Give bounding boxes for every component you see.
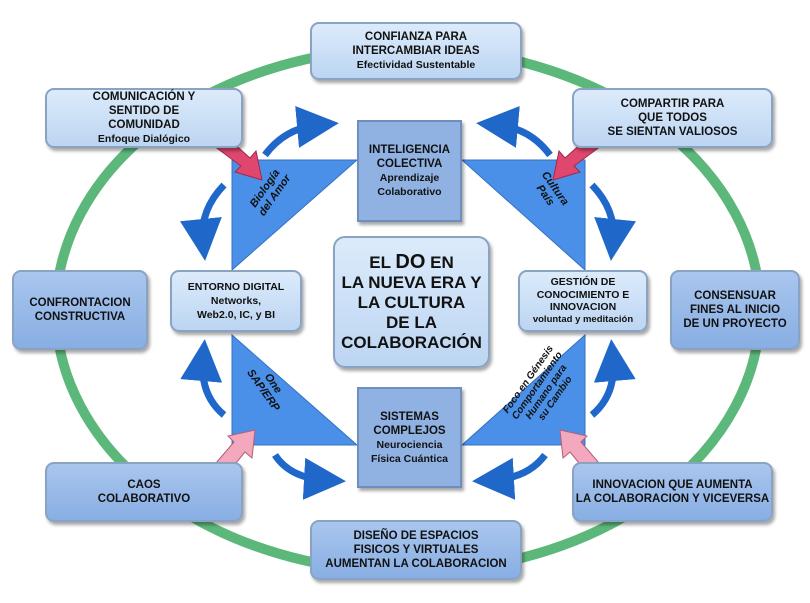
curved-arrow-icon	[262, 105, 339, 158]
text: Efectividad Sustentable	[356, 59, 476, 71]
text: Neurociencia	[376, 438, 443, 451]
text: DISEÑO DE ESPACIOS	[353, 530, 479, 542]
text: ENTORNO DIGITAL	[187, 281, 285, 293]
curved-arrow-icon	[272, 452, 346, 500]
triangle-bottom-left	[231, 333, 359, 446]
text: QUE TODOS	[638, 112, 707, 124]
box-consensuar: CONSENSUAR FINES AL INICIO DE UN PROYECTO	[670, 270, 800, 350]
text: COLECTIVA	[376, 158, 443, 170]
box-compartir: COMPARTIR PARA QUE TODOS SE SIENTAN VALIOS…	[572, 88, 773, 148]
text: FINES AL INICIO	[689, 304, 781, 316]
text: Física Cuántica	[370, 452, 449, 465]
text: COMPARTIR PARA	[620, 98, 725, 110]
box-innovacion: INNOVACION QUE AUMENTA LA COLABORACION Y …	[572, 462, 773, 522]
text: LA CULTURA	[357, 292, 466, 312]
box-confrontacion: CONFRONTACION CONSTRUCTIVA	[12, 270, 148, 350]
text: Web2.0, IC, y BI	[197, 309, 275, 321]
curved-arrow-icon	[589, 339, 636, 418]
text: LA COLABORACION Y VICEVERSA	[575, 493, 770, 505]
curved-arrow-icon	[180, 339, 227, 418]
text: Aprendizaje	[379, 172, 440, 184]
text: Networks,	[210, 295, 262, 307]
text: CONFRONTACION	[29, 297, 131, 309]
triangle-top-right	[460, 159, 586, 272]
text: COLABORACIÓN	[341, 332, 482, 352]
text: INTELIGENCIA	[368, 144, 451, 156]
text: DE LA	[386, 312, 437, 332]
text: DO	[395, 250, 426, 273]
box-comunicacion: COMUNICACIÓN Y SENTIDO DE COMUNIDAD Enfoque…	[45, 88, 243, 148]
text: CONFIANZA PARA	[364, 31, 468, 43]
text: EN	[430, 252, 454, 272]
text: Enfoque Dialógico	[97, 133, 191, 145]
text: CONOCIMIENTO E	[536, 288, 630, 301]
text: INNOVACION	[549, 301, 617, 313]
box-caos: CAOS COLABORATIVO	[45, 462, 243, 522]
text: INNOVACION QUE AUMENTA	[592, 479, 753, 491]
curved-arrow-icon	[180, 182, 227, 261]
text: DE UN PROYECTO	[683, 318, 787, 330]
text: AUMENTAN LA COLABORACION	[325, 558, 507, 570]
text: INTERCAMBIAR IDEAS	[352, 45, 480, 57]
text: voluntad y meditación	[532, 313, 634, 325]
curved-arrow-icon	[589, 182, 636, 261]
text: GESTIÓN DE	[550, 276, 616, 288]
text: CONSTRUCTIVA	[34, 311, 126, 323]
text: CONSENSUAR	[694, 290, 776, 302]
triangle-top-left	[231, 159, 359, 272]
curved-arrow-icon	[472, 452, 548, 500]
text: Colaborativo	[377, 186, 442, 198]
text: CAOS	[127, 479, 161, 491]
text: LA NUEVA ERA Y	[341, 272, 482, 292]
text: SISTEMAS	[380, 410, 439, 423]
text: FISICOS Y VIRTUALES	[353, 544, 479, 556]
text: COLABORATIVO	[97, 493, 191, 505]
text: COMUNICACIÓN Y	[92, 91, 196, 103]
text: SENTIDO DE	[108, 105, 180, 117]
text: COMUNIDAD	[108, 119, 180, 131]
text: SE SIENTAN VALIOSOS	[607, 126, 738, 138]
text: COMPLEJOS	[373, 424, 446, 437]
text: EL	[369, 252, 391, 272]
curved-arrow-icon	[476, 105, 553, 158]
box-entorno-digital: ENTORNO DIGITAL Networks, Web2.0, IC, y BI	[170, 270, 302, 332]
triangle-bottom-right	[460, 333, 586, 446]
box-diseno: DISEÑO DE ESPACIOS FISICOS Y VIRTUALES AUM…	[310, 520, 522, 580]
box-confianza: CONFIANZA PARA INTERCAMBIAR IDEAS Efectivi…	[310, 22, 522, 80]
